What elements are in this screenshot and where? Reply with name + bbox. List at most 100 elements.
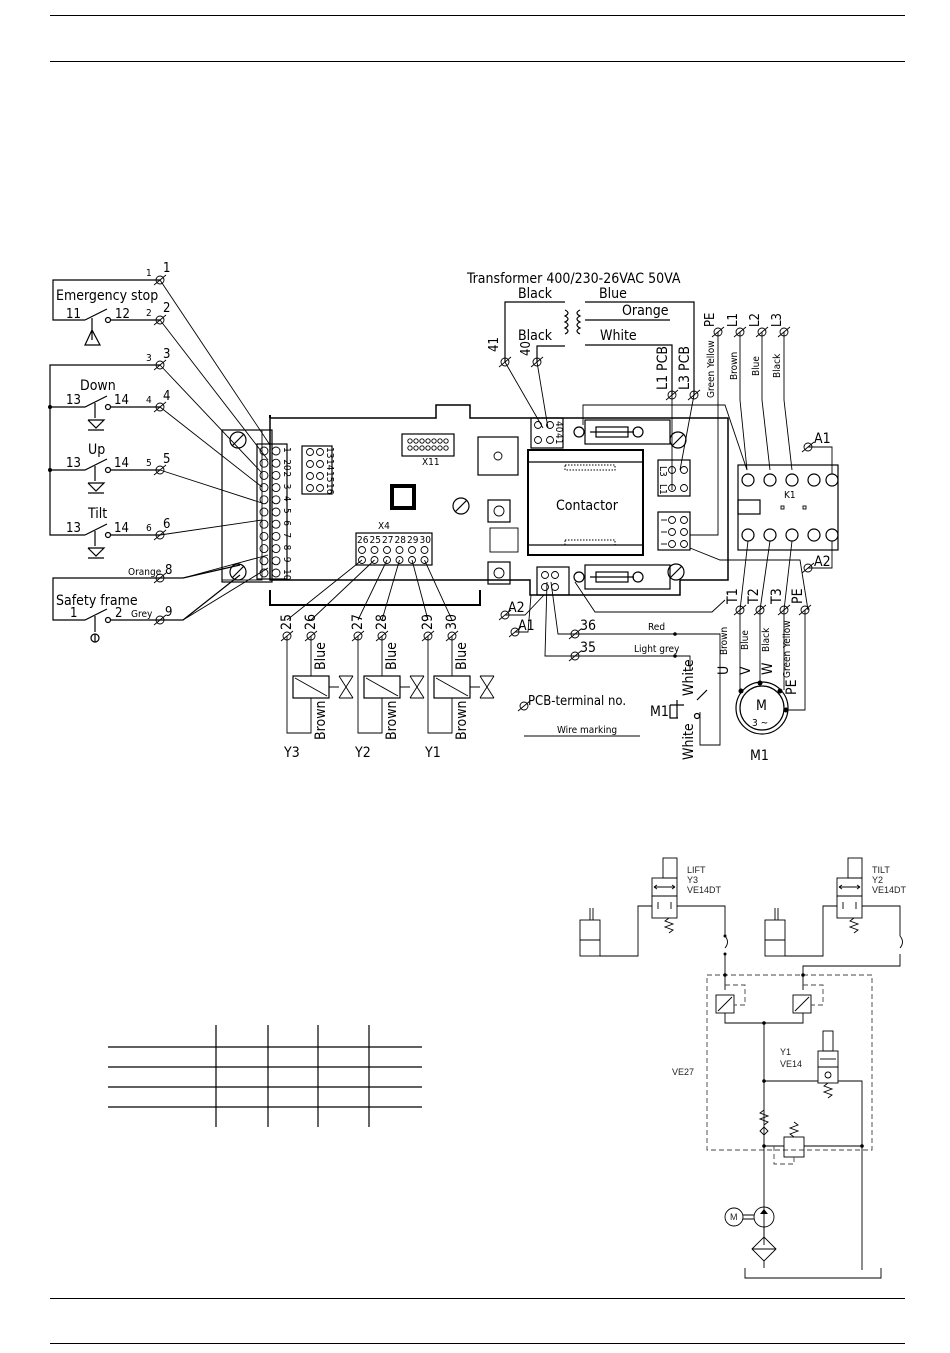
x5-pin (541, 583, 549, 591)
x4-pin (420, 556, 429, 564)
x1-pin (259, 519, 269, 529)
winding-label: U (716, 666, 732, 675)
valve-id: Y1 (780, 1047, 791, 1057)
wire-mark: 6 (146, 523, 152, 534)
x5-pin (551, 583, 559, 591)
lift-cylinder (579, 905, 652, 957)
x5-pin (541, 571, 549, 579)
x1-pin (259, 446, 269, 456)
x7-pin (534, 436, 542, 444)
pin-label: 12 (115, 307, 130, 322)
data-table (108, 1025, 422, 1127)
wire-color-label: Black (518, 328, 553, 344)
x1-pin (271, 507, 281, 517)
wire-color-label: Green Yellow (782, 620, 793, 678)
flow-control-valve (792, 994, 812, 1014)
header-rule-bottom (50, 61, 905, 62)
wire-color-label: Orange (128, 567, 162, 578)
pin-label: 14 (114, 393, 129, 408)
valve-symbol (400, 675, 425, 699)
wire-color-label: Orange (622, 303, 669, 319)
x1-pin (259, 458, 269, 468)
terminal-number: 30 (444, 614, 460, 630)
valve-model: VE14 (780, 1059, 802, 1069)
relay (487, 499, 511, 523)
wire-color-label: Blue (313, 642, 329, 670)
x11-connector (401, 433, 455, 457)
pcb-board: X4 Contactor (221, 404, 729, 606)
footer-rule-top (50, 1298, 905, 1299)
x4-pin (395, 556, 404, 564)
x1-pin (259, 495, 269, 505)
terminal-label: PE (703, 313, 718, 327)
microcontroller-chip (390, 484, 416, 510)
terminal-label: L1 (726, 313, 741, 327)
wire-mark: 4 (146, 395, 152, 406)
x1-pin (271, 495, 281, 505)
wire-color-label: Blue (740, 630, 751, 650)
wire-color-label: Black (772, 353, 783, 378)
winding-label: V (738, 666, 754, 675)
x1-pin (271, 470, 281, 480)
x7-pin-label: 41 (553, 433, 564, 444)
x4-terminal-block: X4 (355, 521, 433, 566)
pcb-label: L1 PCB (655, 346, 671, 390)
footer-rule-bottom (50, 1343, 905, 1344)
x7-pin-label: 40 (553, 421, 564, 433)
x4-pin (370, 556, 379, 564)
x4-pin (408, 556, 416, 564)
x9-pin (668, 528, 676, 536)
wire-color-label: Brown (729, 352, 740, 380)
valve-model: VE14DT (687, 885, 722, 895)
x11-pin (419, 445, 425, 451)
x4-pin-label: 30 (420, 535, 432, 546)
x1-pin (259, 544, 269, 554)
x2-pin (316, 448, 324, 456)
x7-pin (534, 421, 542, 429)
tilt-label: Tilt (87, 506, 107, 522)
coil-terminal-label: A1 (518, 618, 535, 634)
x4-pin-label: 29 (407, 535, 419, 546)
x4-label: X4 (378, 521, 390, 532)
up-label: Up (88, 442, 105, 458)
terminal-number: 41 (487, 337, 502, 352)
common-wire (49, 364, 160, 536)
x1-pin (271, 519, 281, 529)
x9-terminal-block (657, 511, 691, 551)
x5-terminal-block (536, 566, 570, 596)
x7-pin (546, 421, 554, 429)
terminal-label: L2 (748, 313, 763, 327)
winding-label: W (760, 662, 776, 675)
x11-label: X11 (422, 457, 440, 468)
x11-pin (407, 445, 413, 451)
contactor: Contactor (527, 449, 644, 556)
valve-symbol (470, 675, 495, 699)
wire-color-label: White (681, 723, 697, 760)
x8-pin-label: L1 (657, 484, 668, 495)
up-switch: Up 13 14 5 5 (48, 442, 170, 494)
x1-pin (259, 470, 269, 480)
wire-color-label: Blue (454, 642, 470, 670)
x4-pin (408, 546, 416, 554)
terminal-number: 29 (420, 614, 436, 630)
valve-name: TILT (872, 865, 890, 875)
hydraulic-schematic: LIFT Y3 VE14DT TILT Y2 VE14DT VE27 (579, 857, 907, 1279)
header-rule-top (50, 15, 905, 16)
x2-pin (306, 472, 314, 480)
pump: M (724, 1206, 777, 1268)
terminal-number: 26 (303, 614, 319, 630)
x7-pin (546, 436, 554, 444)
terminal-label: T3 (769, 588, 785, 605)
x11-pin (437, 445, 443, 451)
x1-pin-label: 9 (281, 557, 292, 563)
mains-supply: PE L1 L2 L3 Green Yellow Brown Blue Blac… (582, 313, 793, 536)
legend: PCB-terminal no. Wire marking (517, 694, 640, 737)
terminal-number: 3 (163, 347, 170, 362)
x2-pin (316, 472, 324, 480)
